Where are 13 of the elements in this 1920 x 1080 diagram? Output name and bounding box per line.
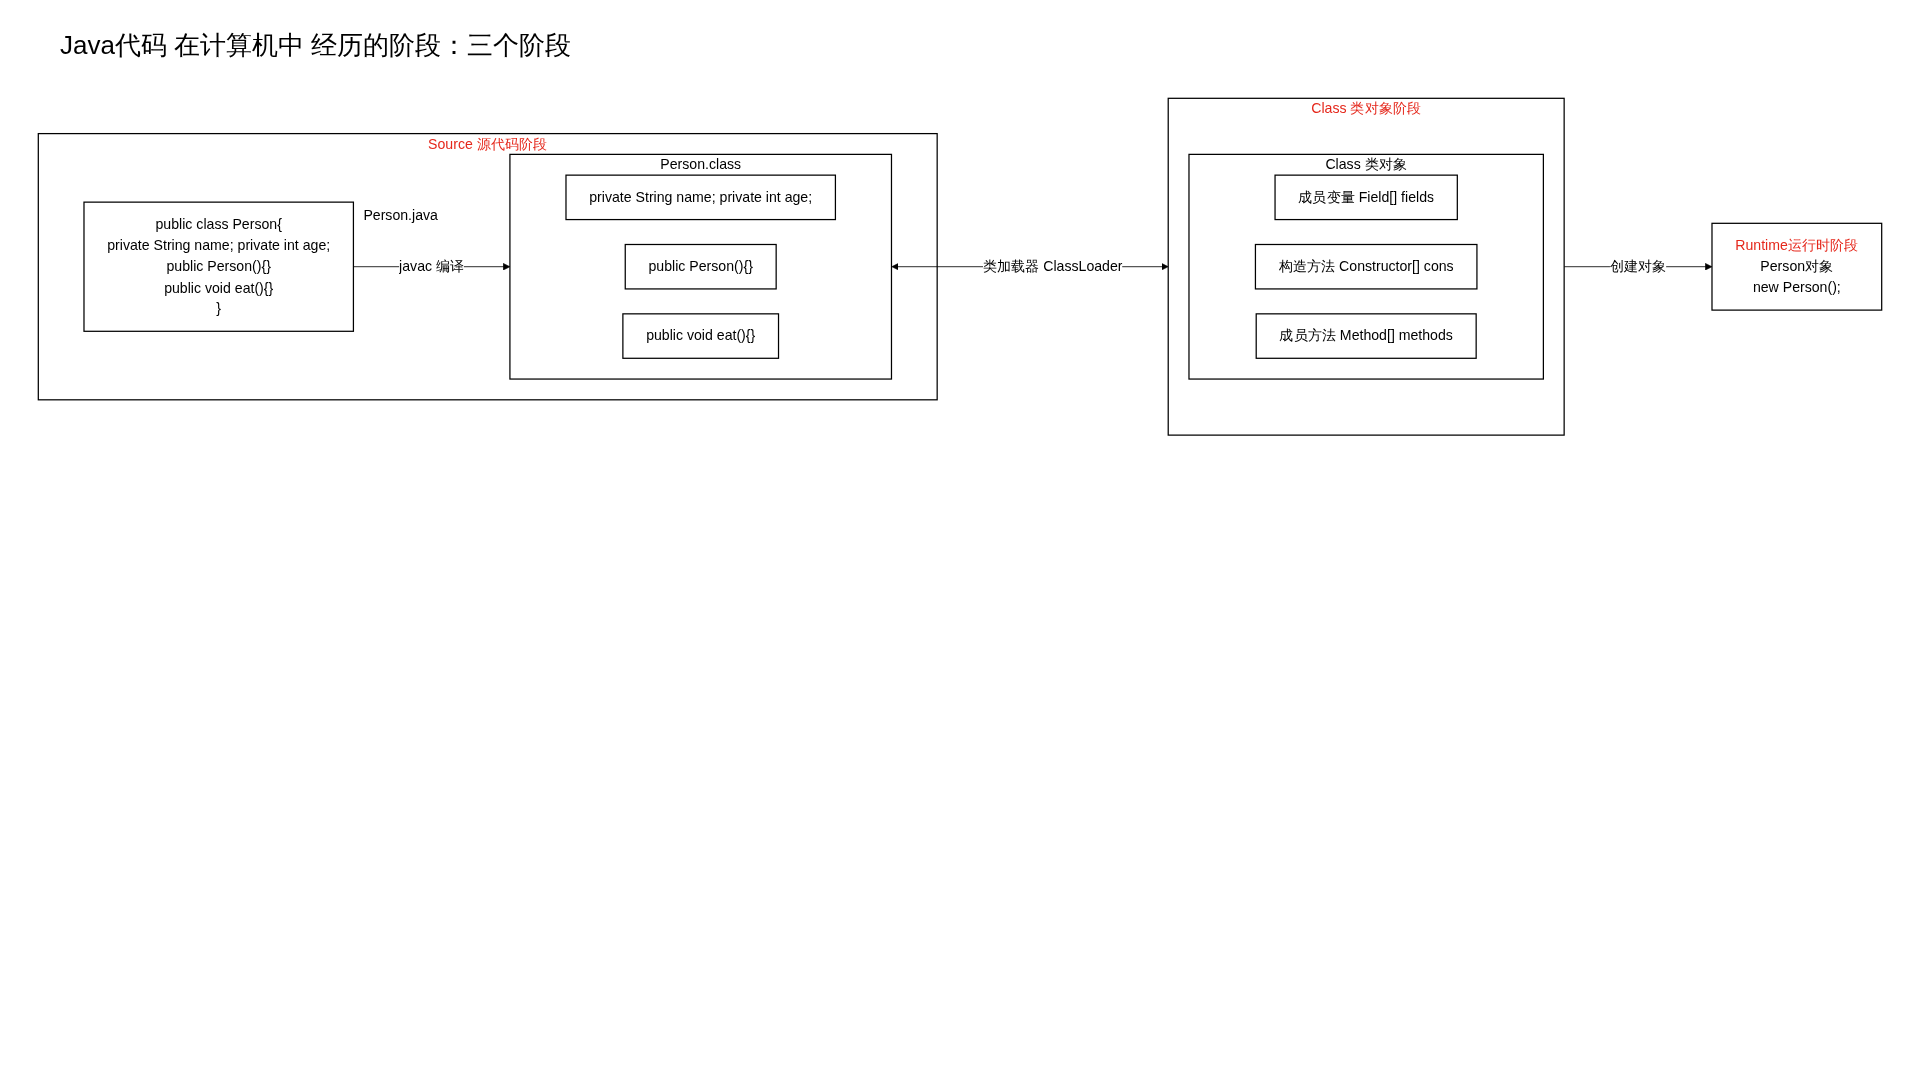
node-box: 构造方法 Constructor[] cons xyxy=(1254,243,1478,290)
edge-label: 类加载器 ClassLoader xyxy=(982,258,1123,275)
edge-label: 创建对象 xyxy=(1609,258,1667,275)
node-box: public Person(){} xyxy=(624,243,777,290)
node-box: public void eat(){} xyxy=(622,313,780,359)
node-box: Runtime运行时阶段 Person对象 new Person(); xyxy=(1711,222,1883,311)
diagram-title: Java代码 在计算机中 经历的阶段：三个阶段 xyxy=(60,29,572,62)
node-box: 成员方法 Method[] methods xyxy=(1255,313,1477,359)
edge-label: javac 编译 xyxy=(399,258,465,275)
node-box: private String name; private int age; xyxy=(565,174,837,221)
file-name-label: Person.java xyxy=(363,207,438,224)
node-box: 成员变量 Field[] fields xyxy=(1274,174,1458,221)
node-box: public class Person{ private String name; private int age; public Person(){} public void eat(){} } xyxy=(83,201,355,332)
